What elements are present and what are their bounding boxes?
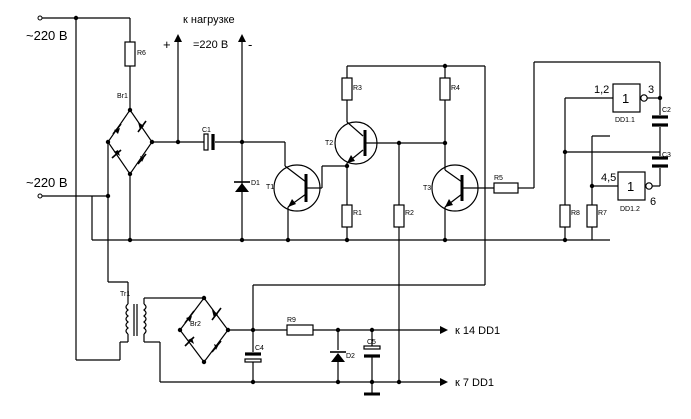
tr1-label: Tr1 bbox=[120, 291, 130, 298]
top-rail bbox=[252, 63, 486, 330]
resistor-r5 bbox=[493, 61, 663, 194]
bridge-br1 bbox=[105, 107, 155, 240]
dd11-inputs: 1,2 bbox=[594, 84, 609, 96]
gnd-output-line bbox=[420, 378, 448, 386]
t1-label: T1 bbox=[266, 184, 274, 191]
capacitor-c2 bbox=[652, 115, 668, 152]
r7-label: R7 bbox=[598, 210, 607, 217]
d2-label: D2 bbox=[346, 353, 355, 360]
load-minus: - bbox=[248, 37, 252, 52]
mains-label-top: ~220 В bbox=[26, 28, 68, 43]
capacitor-c3 bbox=[652, 152, 668, 168]
dd11-output: 3 bbox=[648, 84, 654, 96]
vcc-output-label: к 14 DD1 bbox=[455, 325, 500, 337]
c3-label: C3 bbox=[662, 152, 671, 159]
c4-label: C4 bbox=[255, 345, 264, 352]
load-title: к нагрузке bbox=[183, 14, 235, 26]
r2-label: R2 bbox=[405, 210, 414, 217]
br2-label: Br2 bbox=[190, 321, 201, 328]
load-plus: + bbox=[163, 37, 171, 52]
transistor-t2 bbox=[334, 100, 448, 205]
labels: ~220 В ~220 В к нагрузке + =220 В - к 14… bbox=[26, 14, 671, 389]
mains-label-bottom: ~220 В bbox=[26, 175, 68, 190]
dd12-output: 6 bbox=[650, 196, 656, 208]
resistor-r9 bbox=[286, 324, 448, 336]
resistor-r4 bbox=[439, 77, 451, 101]
dd12-name: DD1.2 bbox=[620, 206, 640, 213]
r8-label: R8 bbox=[571, 210, 580, 217]
r4-label: R4 bbox=[451, 85, 460, 92]
r1-label: R1 bbox=[353, 210, 362, 217]
resistor-r7 bbox=[586, 204, 598, 240]
r6-label: R6 bbox=[137, 50, 146, 57]
resistor-r6 bbox=[124, 41, 136, 67]
dd12-inputs: 4,5 bbox=[601, 172, 616, 184]
resistor-r3 bbox=[341, 77, 353, 101]
resistor-r8 bbox=[559, 204, 571, 240]
mains-wiring bbox=[37, 15, 131, 361]
r5-label: R5 bbox=[494, 175, 503, 182]
diode-d1 bbox=[234, 181, 250, 192]
dd12-symbol: 1 bbox=[627, 179, 634, 194]
resistor-r2 bbox=[393, 143, 405, 382]
gate-dd1-1 bbox=[564, 83, 660, 205]
dd11-symbol: 1 bbox=[622, 91, 629, 106]
gnd-output-label: к 7 DD1 bbox=[455, 377, 494, 389]
dd11-name: DD1.1 bbox=[615, 117, 635, 124]
gate-dd1-2 bbox=[562, 135, 661, 205]
capacitor-c5 bbox=[363, 330, 402, 396]
r3-label: R3 bbox=[353, 85, 362, 92]
c1-label: C1 bbox=[202, 127, 211, 134]
c2-label: C2 bbox=[662, 107, 671, 114]
c5-label: C5 bbox=[367, 339, 376, 346]
capacitor-c1 bbox=[203, 133, 285, 151]
load-voltage: =220 В bbox=[193, 39, 228, 51]
d1-label: D1 bbox=[251, 180, 260, 187]
t3-label: T3 bbox=[423, 185, 431, 192]
br1-label: Br1 bbox=[117, 93, 128, 100]
load-output bbox=[152, 34, 246, 240]
diode-d2 bbox=[330, 330, 346, 385]
bridge-br2 bbox=[159, 295, 420, 383]
capacitor-c4 bbox=[244, 327, 262, 385]
resistor-r1 bbox=[341, 204, 353, 240]
t2-label: T2 bbox=[325, 140, 333, 147]
transformer-tr1 bbox=[108, 281, 160, 360]
transistor-t3 bbox=[431, 143, 494, 240]
r9-label: R9 bbox=[287, 317, 296, 324]
transistor-t1 bbox=[273, 142, 347, 240]
